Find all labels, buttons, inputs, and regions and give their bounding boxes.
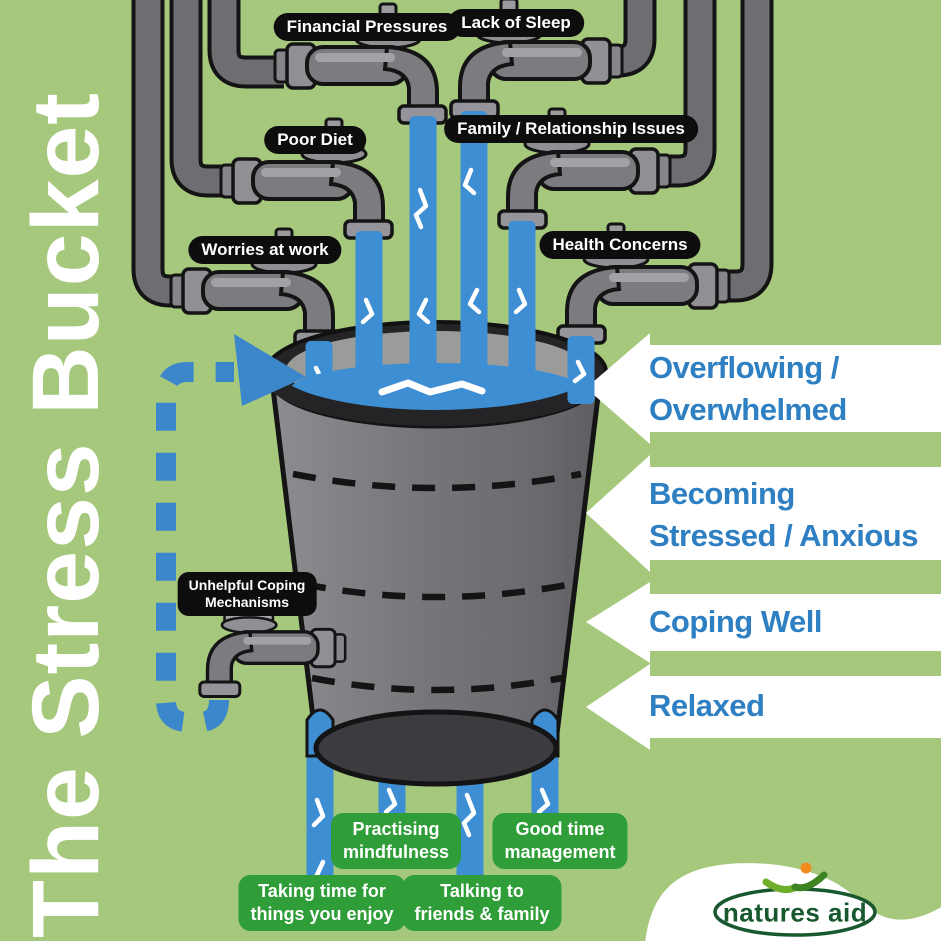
stressor-label-poor-diet: Poor Diet: [264, 126, 366, 155]
coping-box-good-time-management: Good time management: [492, 813, 628, 869]
coping-box-talking-to-friends: Talking to friends & family: [402, 875, 562, 931]
coping-box-taking-time: Taking time for things you enjoy: [238, 875, 406, 931]
coping-box-practising-mindfulness: Practising mindfulness: [330, 813, 462, 869]
water-surface: [290, 363, 582, 417]
level-label-becoming-stressed: Becoming Stressed / Anxious: [649, 476, 918, 553]
logo: [645, 862, 941, 941]
outflow-stream-highlights: [311, 787, 551, 878]
page-title: The Stress Bucket: [13, 92, 119, 938]
stressor-label-family-relationship-issues: Family / Relationship Issues: [444, 115, 698, 144]
stressor-label-health-concerns: Health Concerns: [539, 231, 701, 260]
level-banners: [586, 333, 941, 750]
stressor-label-financial-pressures: Financial Pressures: [273, 13, 461, 42]
level-label-relaxed: Relaxed: [649, 688, 765, 723]
inflow-stream-health: [567, 336, 595, 404]
bucket-base: [313, 709, 559, 787]
level-label-coping-well: Coping Well: [649, 604, 823, 639]
recycle-arrow-icon: [156, 334, 306, 732]
level-label-overflowing: Overflowing / Overwhelmed: [649, 350, 847, 427]
stressor-label-lack-of-sleep: Lack of Sleep: [448, 9, 584, 38]
logo-leaf-icon: [762, 862, 828, 894]
logo-wordmark: natures aid: [722, 897, 868, 928]
stressor-label-worries-at-work: Worries at work: [188, 236, 342, 265]
unhelpful-coping-label: Unhelpful Coping Mechanisms: [177, 572, 317, 616]
inflow-water-streams: [305, 111, 536, 403]
